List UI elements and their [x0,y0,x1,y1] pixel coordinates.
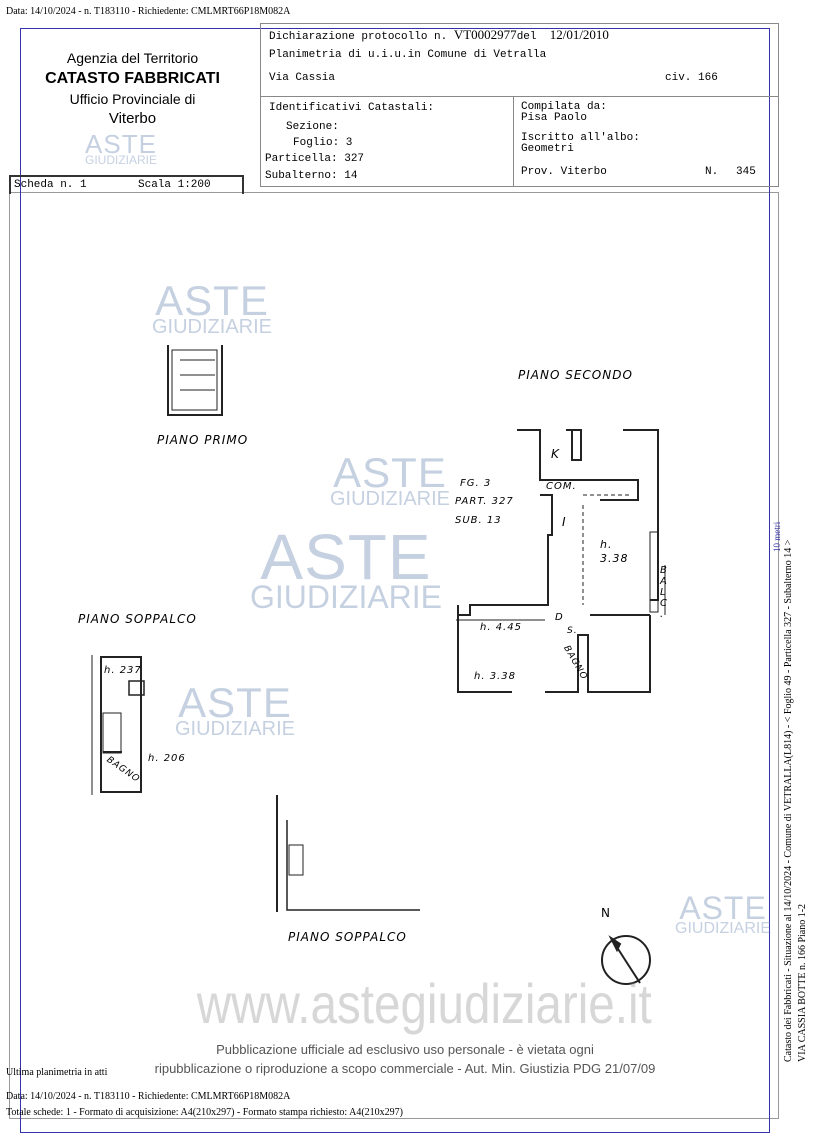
label-north: N [601,906,611,920]
print-frame [20,28,770,1133]
planimetria-line: Planimetria di u.i.u.in Comune di Vetral… [269,49,547,61]
piano-primo-stair [167,345,223,416]
label-particella: PART. 327 [455,496,514,507]
label-h: h. [600,538,613,551]
label-piano-soppalco-2: PIANO SOPPALCO [288,930,407,944]
label-h-237: h. 237 [104,665,142,676]
top-request-line: Data: 14/10/2024 - n. T183110 - Richiede… [6,6,291,17]
compilata-label: Compilata da: [521,101,607,113]
office-city: Viterbo [108,110,157,127]
label-s: S. [567,626,578,636]
particella: Particella: 327 [265,153,365,165]
scale-bar-label: 10 metri [772,521,782,552]
label-sub: SUB. 13 [455,515,502,526]
label-h-main-value: 3.38 [600,552,629,565]
iscritto-label: Iscritto all'albo: [521,132,640,144]
label-d: D [555,612,564,623]
label-balcone: BALC. [660,565,668,620]
label-piano-soppalco-1: PIANO SOPPALCO [78,612,197,626]
piano-soppalco-1-plan [91,655,145,795]
piano-soppalco-2-plan [276,795,420,912]
label-i: I [562,515,567,529]
subalterno: Subalterno: 14 [265,170,358,182]
publication-notice: Pubblicazione ufficiale ad esclusivo uso… [150,1040,660,1078]
label-piano-secondo: PIANO SECONDO [518,368,633,382]
publication-notice-line1: Pubblicazione ufficiale ad esclusivo uso… [216,1042,594,1057]
label-h-338: h. 3.38 [474,671,516,682]
scale: Scala 1:200 [138,179,211,191]
scheda-box: Scheda n. 1 Scala 1:200 [9,175,244,194]
label-h-445: h. 4.45 [480,622,522,633]
watermark-site: www.astegiudiziarie.it [196,972,652,1035]
drawing-frame [9,192,779,1119]
identificativi-label: Identificativi Catastali: [269,102,435,114]
side-text-line1: Catasto dei Fabbricati - Situazione al 1… [783,539,794,1062]
catasto-title: CATASTO FABBRICATI [45,70,220,87]
agency-name: Agenzia del Territorio [66,50,199,66]
label-h-206: h. 206 [148,753,186,764]
albo-number: 345 [736,166,756,178]
header-info-box: Dichiarazione protocollo n. VT0002977del… [260,23,779,187]
footer-data: Data: 14/10/2024 - n. T183110 - Richiede… [6,1091,291,1102]
side-text-line2: VIA CASSIA BOTTE n. 166 Piano 1-2 [797,903,808,1062]
civic-number: civ. 166 [665,72,718,84]
office-label: Ufficio Provinciale di [69,91,196,107]
foglio: Foglio: 3 [293,137,353,149]
protocol-line: Dichiarazione protocollo n. VT0002977del… [269,27,609,43]
footer-ultima: Ultima planimetria in atti [6,1067,108,1078]
north-arrow-icon [601,935,651,985]
label-kitchen: K [551,447,560,461]
albo: Geometri [521,143,574,155]
label-piano-primo: PIANO PRIMO [157,433,249,447]
n-label: N. [705,166,719,178]
publication-notice-line2: ripubblicazione o riproduzione a scopo c… [154,1061,656,1076]
sezione: Sezione: [286,121,339,133]
address: Via Cassia [269,72,336,84]
piano-secondo-plan [456,429,666,693]
compilatore: Pisa Paolo [521,112,588,124]
scheda-number: Scheda n. 1 [14,179,87,191]
footer-totale: Totale schede: 1 - Formato di acquisizio… [6,1107,403,1118]
province: Prov. Viterbo [521,166,607,178]
label-foglio: FG. 3 [460,478,492,489]
label-com: COM. [546,481,577,492]
header-agency: Agenzia del Territorio CATASTO FABBRICAT… [30,50,235,127]
